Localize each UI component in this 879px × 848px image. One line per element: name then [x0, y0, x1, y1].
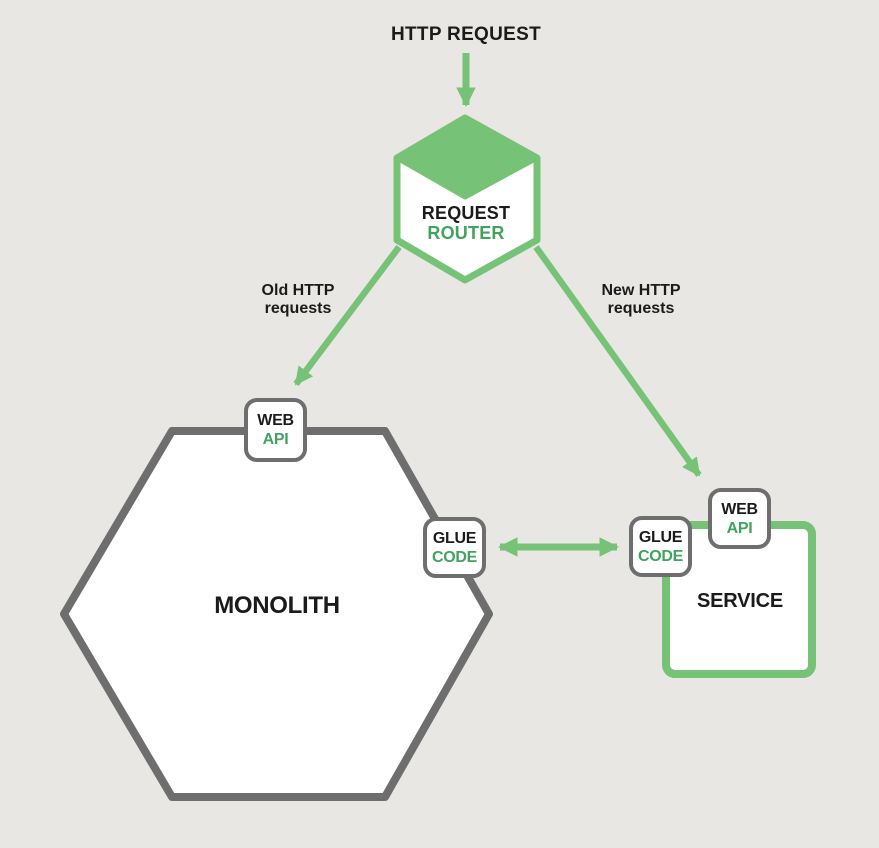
monolith-hexagon [60, 427, 493, 801]
service-glue-line1: GLUE [638, 528, 683, 546]
service-glue-code-badge: GLUE CODE [629, 516, 692, 577]
router-label-line1: REQUEST [421, 203, 511, 223]
service-web-api-badge: WEB API [708, 488, 771, 549]
page-title: HTTP REQUEST [391, 24, 541, 45]
old-requests-arrow [293, 245, 402, 386]
new-requests-label: New HTTP requests [601, 282, 680, 318]
monolith-glue-line2: CODE [431, 548, 478, 566]
monolith-glue-line1: GLUE [432, 529, 477, 547]
new-requests-line1: New HTTP [601, 282, 681, 299]
monolith-glue-code-badge: GLUE CODE [423, 517, 486, 578]
old-requests-line1: Old HTTP [261, 282, 335, 299]
service-glue-line2: CODE [637, 547, 684, 565]
monolith-web-api-line1: WEB [257, 412, 294, 429]
service-label: SERVICE [696, 590, 784, 612]
old-requests-label: Old HTTP requests [262, 282, 335, 318]
router-label-line2: ROUTER [427, 223, 505, 243]
service-web-api-line2: API [726, 519, 753, 537]
router-cube-top-face [394, 115, 540, 200]
monolith-web-api-badge: WEB API [244, 398, 307, 462]
router-label: REQUEST ROUTER [422, 203, 510, 243]
monolith-label: MONOLITH [214, 592, 340, 619]
new-requests-arrow [533, 245, 702, 477]
new-requests-line2: requests [607, 300, 675, 317]
monolith-web-api-line2: API [262, 431, 289, 448]
service-web-api-line1: WEB [721, 500, 758, 518]
old-requests-line2: requests [264, 300, 332, 317]
